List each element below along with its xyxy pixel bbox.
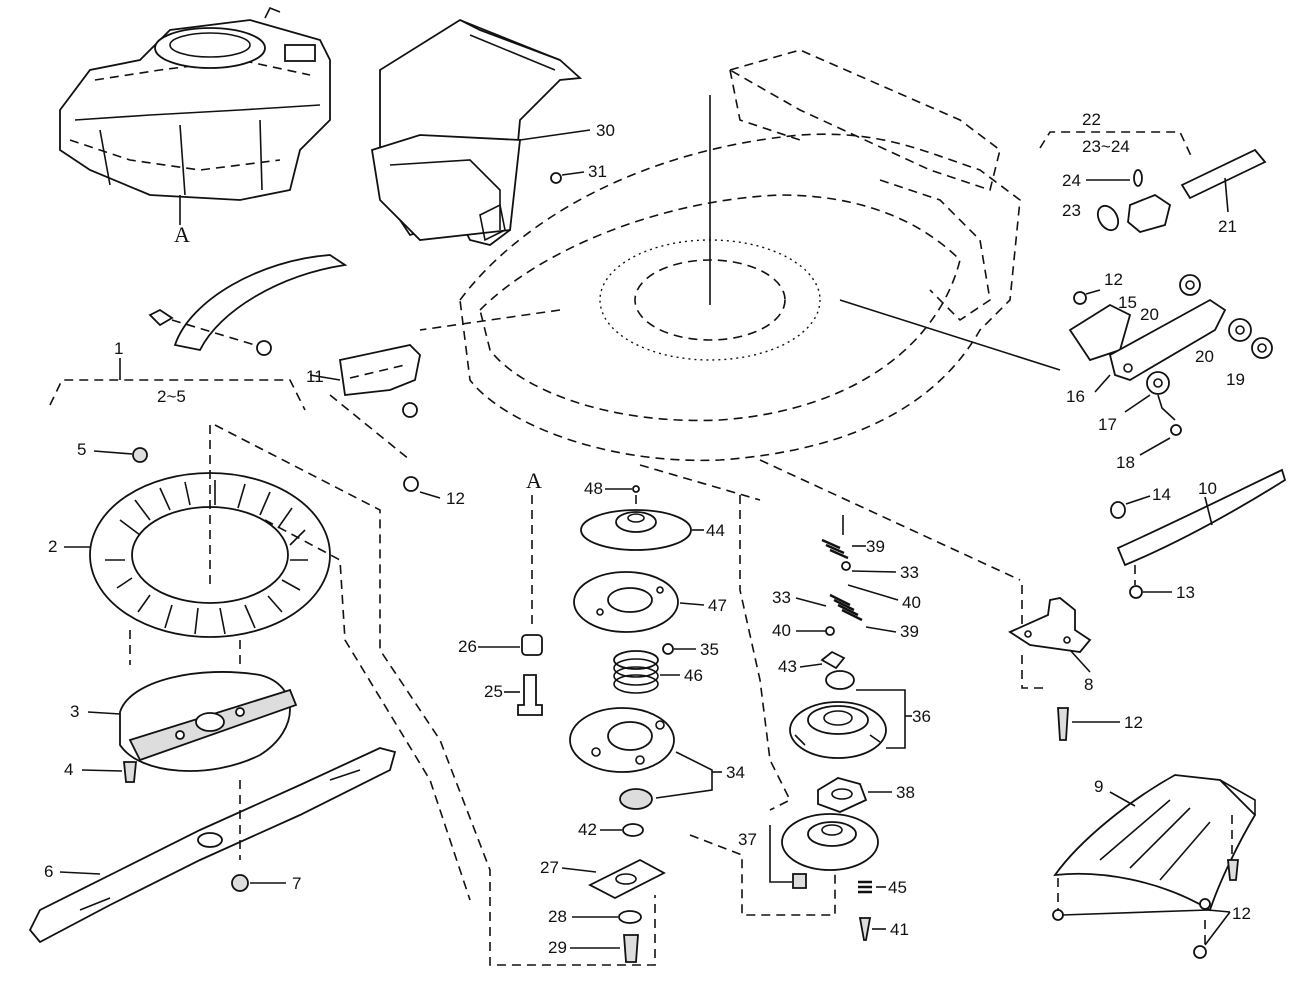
label-38: 38 xyxy=(896,783,915,802)
label-10: 10 xyxy=(1198,479,1217,498)
label-30: 30 xyxy=(596,121,615,140)
label-46: 46 xyxy=(684,666,703,685)
pulley-37 xyxy=(781,813,879,871)
disc-44 xyxy=(580,509,692,551)
bracket-8 xyxy=(1008,597,1092,653)
mower-deck xyxy=(419,49,1061,581)
label-27: 27 xyxy=(540,858,559,877)
label-45: 45 xyxy=(888,878,907,897)
label-16: 16 xyxy=(1066,387,1085,406)
throttle-knob xyxy=(1127,193,1172,233)
left-rail xyxy=(173,254,348,352)
label-20-a: 20 xyxy=(1140,305,1159,324)
label-18: 18 xyxy=(1116,453,1135,472)
label-31: 31 xyxy=(588,162,607,181)
bracket-11 xyxy=(338,344,421,396)
label-5: 5 xyxy=(77,440,86,459)
label-42: 42 xyxy=(578,820,597,839)
label-40-a: 40 xyxy=(902,593,921,612)
label-1: 1 xyxy=(114,339,123,358)
label-11: 11 xyxy=(306,367,324,386)
label-33-b: 33 xyxy=(772,588,791,607)
label-12-c: 12 xyxy=(1124,713,1143,732)
blade-adapter-3 xyxy=(119,671,298,772)
label-26: 26 xyxy=(458,637,477,656)
label-21: 21 xyxy=(1218,217,1237,236)
fan-2 xyxy=(89,472,331,638)
label-13: 13 xyxy=(1176,583,1195,602)
label-44: 44 xyxy=(706,521,725,540)
label-28: 28 xyxy=(548,907,567,926)
label-8: 8 xyxy=(1084,675,1093,694)
label-20-b: 20 xyxy=(1195,347,1214,366)
label-24: 24 xyxy=(1062,171,1081,190)
label-12-b: 12 xyxy=(1104,270,1123,289)
label-15: 15 xyxy=(1118,293,1137,312)
label-29: 29 xyxy=(548,938,567,957)
label-12-a: 12 xyxy=(446,489,465,508)
label-47: 47 xyxy=(708,596,727,615)
label-25: 25 xyxy=(484,682,503,701)
label-14: 14 xyxy=(1152,485,1171,504)
label-43: 43 xyxy=(778,657,797,676)
handle-grip-21 xyxy=(1180,148,1267,200)
label-37: 37 xyxy=(738,830,757,849)
clutch-34 xyxy=(569,707,675,773)
label-2-5: 2~5 xyxy=(157,387,186,406)
label-19: 19 xyxy=(1226,370,1245,389)
label-17: 17 xyxy=(1098,415,1117,434)
rear-flap xyxy=(370,18,583,246)
plate-47 xyxy=(573,571,679,633)
blade-6 xyxy=(28,747,397,944)
label-4: 4 xyxy=(64,760,73,779)
label-33-a: 33 xyxy=(900,563,919,582)
spring-46 xyxy=(613,650,659,694)
label-23: 23 xyxy=(1062,201,1081,220)
deflector-9 xyxy=(1053,774,1257,912)
label-6: 6 xyxy=(44,862,53,881)
label-39-b: 39 xyxy=(900,622,919,641)
label-7: 7 xyxy=(292,874,301,893)
label-9: 9 xyxy=(1094,777,1103,796)
label-41: 41 xyxy=(890,920,909,939)
label-23-24: 23~24 xyxy=(1082,137,1130,156)
label-3: 3 xyxy=(70,702,79,721)
label-A-engine: A xyxy=(174,222,190,247)
label-34: 34 xyxy=(726,763,745,782)
label-35: 35 xyxy=(700,640,719,659)
label-36: 36 xyxy=(912,707,931,726)
label-39-a: 39 xyxy=(866,537,885,556)
label-2: 2 xyxy=(48,537,57,556)
right-rail-10 xyxy=(1116,468,1287,567)
label-40-b: 40 xyxy=(772,621,791,640)
label-22: 22 xyxy=(1082,110,1101,129)
clutch-housing-36 xyxy=(789,670,887,759)
label-12-d: 12 xyxy=(1232,904,1251,923)
engine xyxy=(59,6,331,225)
label-48: 48 xyxy=(584,479,603,498)
cap-38 xyxy=(817,777,868,813)
label-A-center: A xyxy=(526,468,542,493)
